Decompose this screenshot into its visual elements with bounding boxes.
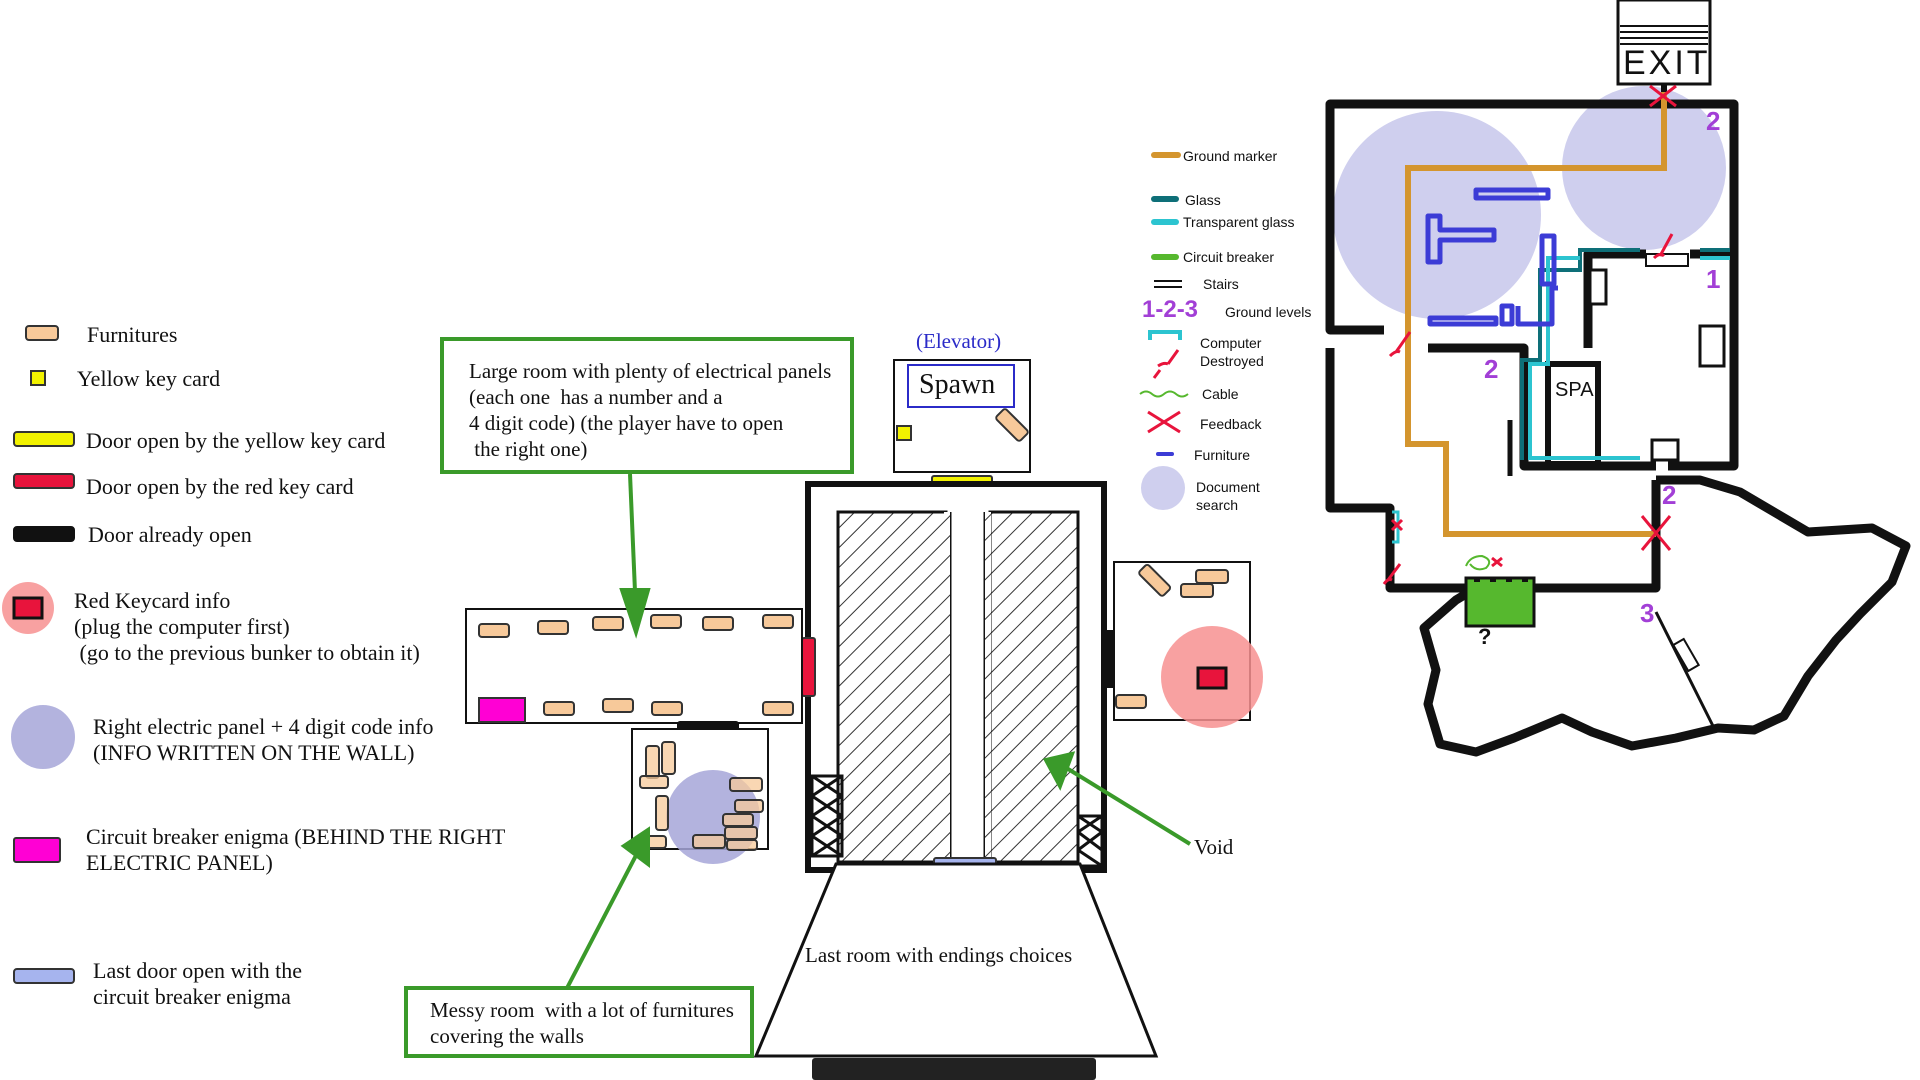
messy-room-note: Messy room with a lot of furnitures cove… <box>430 998 734 1048</box>
messy-room-note-box <box>404 986 754 1058</box>
interior-divider <box>1654 611 1716 729</box>
legend-document-search-label: Document search <box>1196 479 1260 513</box>
stairs-top <box>1645 253 1689 267</box>
transparent-glass-wall <box>1528 256 1730 460</box>
yellow-keycard <box>896 425 912 441</box>
void-left <box>836 510 948 864</box>
legend-glass-label: Glass <box>1185 192 1221 208</box>
legend-open-door-label: Door already open <box>88 522 252 547</box>
legend-yellow-keycard-swatch <box>30 370 46 386</box>
level-1: 1 <box>1706 264 1721 294</box>
legend-circuit-enigma-label: Circuit breaker enigma (BEHIND THE RIGHT… <box>86 824 506 875</box>
legend-right-panel-label: Right electric panel + 4 digit code info… <box>93 714 434 765</box>
spa-room <box>1507 361 1601 476</box>
level-2-right: 2 <box>1662 480 1677 510</box>
legend-stairs-label: Stairs <box>1203 276 1239 292</box>
legend-last-door-label: Last door open with the circuit breaker … <box>93 958 302 1009</box>
large-room-note-box <box>440 337 854 474</box>
legend-open-door-swatch <box>13 526 75 542</box>
level-2-mid: 2 <box>1484 354 1499 384</box>
level-2-top: 2 <box>1706 106 1721 136</box>
legend-cable-label: Cable <box>1202 386 1239 402</box>
last-room-label: Last room with endings choices <box>805 943 1073 967</box>
legend-yellow-door-label: Door open by the yellow key card <box>86 428 386 453</box>
circuit-breaker-teeth <box>1474 578 1528 582</box>
messy-room-furnitures <box>639 741 764 851</box>
legend-computer <box>1148 330 1182 340</box>
legend-furnitures-label: Furnitures <box>87 322 178 347</box>
legend-red-door-label: Door open by the red key card <box>86 474 354 499</box>
spa-label: SPA <box>1555 379 1594 401</box>
legend-feedback <box>1147 410 1181 434</box>
legend-feedback-label: Feedback <box>1200 416 1262 432</box>
last-room-exit-bar <box>812 1058 1096 1080</box>
legend-red-keycard-label: Red Keycard info (plug the computer firs… <box>74 588 420 665</box>
void-right <box>988 510 1080 864</box>
legend-furniture-swatch <box>25 325 59 341</box>
destroyed-computers <box>1382 233 1674 585</box>
spawn-label: Spawn <box>919 369 996 400</box>
stairs-right <box>1076 814 1104 868</box>
exit-label: EXIT <box>1623 44 1711 82</box>
exit-box <box>1616 0 1712 86</box>
void-label: Void <box>1194 835 1234 859</box>
circuit-breaker-box <box>1464 576 1536 628</box>
spawn-furniture <box>995 408 1029 442</box>
void-strip-1 <box>944 512 950 862</box>
legend-ground-levels-label: Ground levels <box>1225 304 1312 320</box>
legend-red-door-swatch <box>13 473 75 489</box>
legend-ground-levels-symbol: 1-2-3 <box>1142 296 1199 323</box>
legend-furniture-label: Furniture <box>1194 447 1251 463</box>
legend-ground-marker-label: Ground marker <box>1183 148 1278 164</box>
legend-computer-destroyed-label: Computer Destroyed <box>1200 335 1264 369</box>
large-room-note: Large room with plenty of electrical pan… <box>469 359 832 461</box>
legend-document-search-zone <box>11 705 75 769</box>
blue-furnitures <box>1425 187 1558 327</box>
legend-document-search <box>1141 466 1185 510</box>
spawn-box <box>907 364 1015 408</box>
large-room-furnitures <box>478 614 794 716</box>
red-door <box>801 637 816 697</box>
feedback-markers <box>1390 84 1677 568</box>
level-3: 3 <box>1640 598 1655 628</box>
keycard-room-furnitures <box>1115 563 1229 709</box>
legend-circuit-enigma-swatch <box>13 837 61 863</box>
stairs-mid <box>1671 637 1701 673</box>
small-furniture-outlines <box>1588 268 1726 462</box>
void-strip-2 <box>985 512 991 862</box>
annotation-arrows <box>564 473 1192 991</box>
legend-circuit-breaker-label: Circuit breaker <box>1183 249 1275 265</box>
last-room <box>753 862 1159 1058</box>
legend-destroyed-icon <box>1152 349 1180 379</box>
legend-last-door-swatch <box>13 968 75 984</box>
legend-stairs <box>1154 280 1182 288</box>
ground-marker-path <box>1405 92 1667 537</box>
legend-yellow-door-swatch <box>13 431 75 447</box>
elevator-label: (Elevator) <box>916 329 1002 353</box>
stairs-left <box>810 774 844 858</box>
cable-coil <box>1465 554 1491 571</box>
exit-stairs <box>1620 25 1708 45</box>
legend-transparent-glass-label: Transparent glass <box>1183 214 1295 230</box>
circuit-breaker-enigma <box>478 697 526 723</box>
legend-yellow-keycard-label: Yellow key card <box>77 366 221 391</box>
legend-red-keycard-icon <box>12 596 44 620</box>
legend-cable <box>1139 390 1189 398</box>
red-keycard-computer <box>1196 666 1228 690</box>
question-mark: ? <box>1478 624 1492 649</box>
